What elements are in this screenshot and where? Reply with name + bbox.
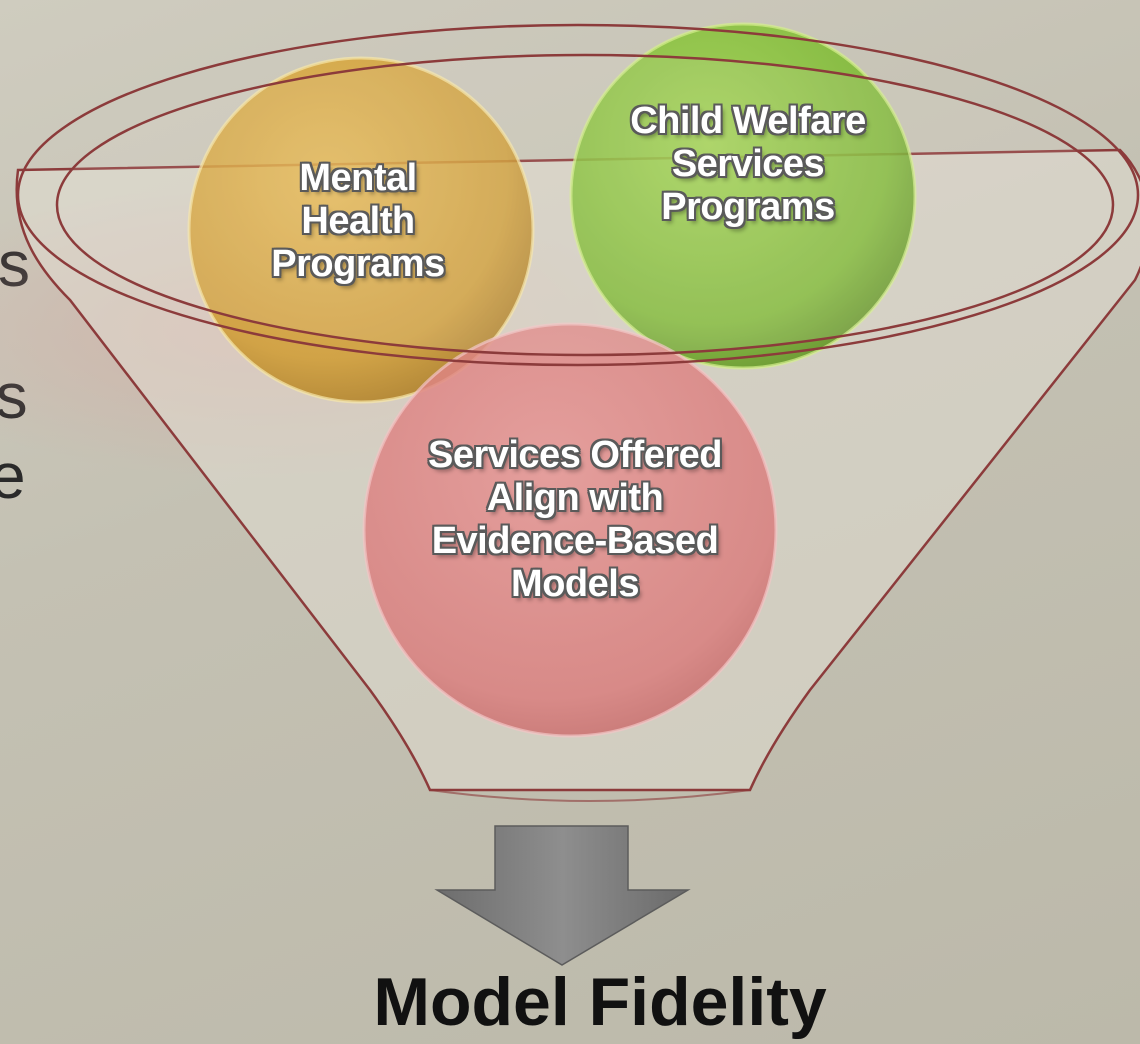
outcome-label: Model Fidelity <box>373 964 827 1040</box>
label-mental-health: Mental Health Programs <box>271 157 445 285</box>
circle-child-welfare <box>569 22 917 370</box>
down-arrow-icon <box>434 825 691 966</box>
circle-mental-health <box>187 56 535 404</box>
funnel-spout <box>429 789 751 802</box>
funnel-rim-inner <box>55 53 1115 357</box>
funnel-rim-outer <box>16 23 1140 367</box>
circle-evidence-based <box>362 322 778 738</box>
background-text-fragment: e <box>0 440 26 512</box>
label-child-welfare: Child Welfare Services Programs <box>630 100 866 228</box>
label-evidence-based: Services Offered Align with Evidence-Bas… <box>427 434 723 605</box>
